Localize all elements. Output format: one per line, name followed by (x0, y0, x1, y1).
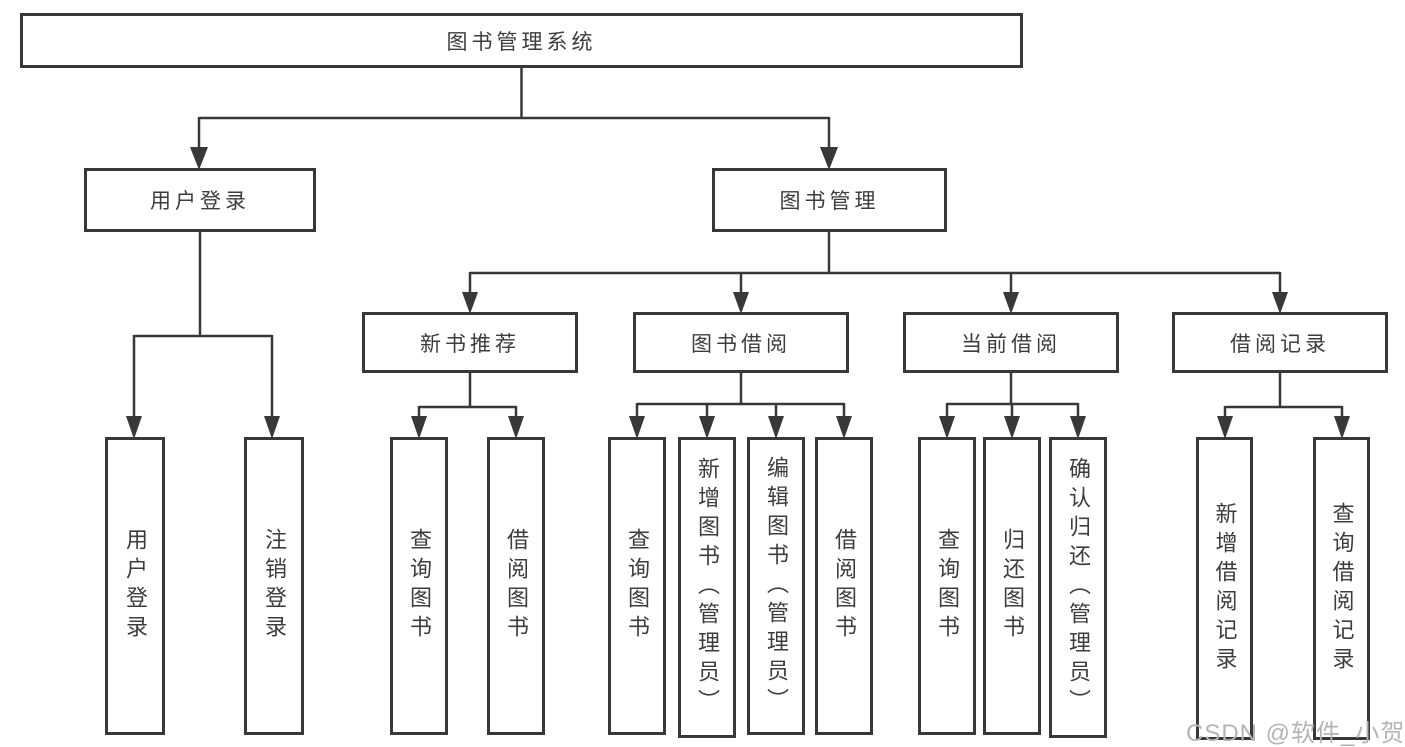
edges-book-borrow (629, 373, 852, 439)
node-user-login: 用户登录 (84, 168, 316, 232)
leaf-query-borrow-record: 查询借阅记录 (1313, 437, 1370, 740)
leaf-query-books-current: 查询图书 (918, 437, 976, 735)
leaf-borrow-books: 借阅图书 (815, 437, 873, 735)
leaf-user-login: 用户登录 (105, 437, 165, 735)
leaf-logout: 注销登录 (244, 437, 304, 735)
leaf-confirm-return-admin: 确认归还（管理员） (1049, 437, 1107, 738)
node-root: 图书管理系统 (20, 13, 1023, 68)
edges-root (190, 68, 838, 170)
leaf-return-books: 归还图书 (983, 437, 1041, 735)
edges-new-book-recommend (411, 373, 524, 439)
leaf-add-borrow-record: 新增借阅记录 (1196, 437, 1253, 740)
node-book-management: 图书管理 (712, 168, 947, 232)
node-borrow-records: 借阅记录 (1172, 312, 1388, 373)
leaf-borrow-books-recommend: 借阅图书 (487, 437, 545, 735)
leaf-query-books-borrow: 查询图书 (608, 437, 666, 735)
edges-current-borrow (939, 373, 1086, 439)
leaf-query-books-recommend: 查询图书 (390, 437, 448, 735)
node-new-book-recommend: 新书推荐 (362, 312, 578, 373)
edges-user-login (126, 232, 280, 439)
node-book-borrow: 图书借阅 (633, 312, 849, 373)
edges-book-management (462, 232, 1288, 314)
watermark: CSDN @软件_小贺同学 (1186, 720, 1405, 747)
edges-borrow-records (1217, 373, 1350, 439)
leaf-edit-books-admin: 编辑图书（管理员） (747, 437, 805, 735)
node-current-borrow: 当前借阅 (903, 312, 1119, 373)
leaf-add-books-admin: 新增图书（管理员） (678, 437, 736, 738)
